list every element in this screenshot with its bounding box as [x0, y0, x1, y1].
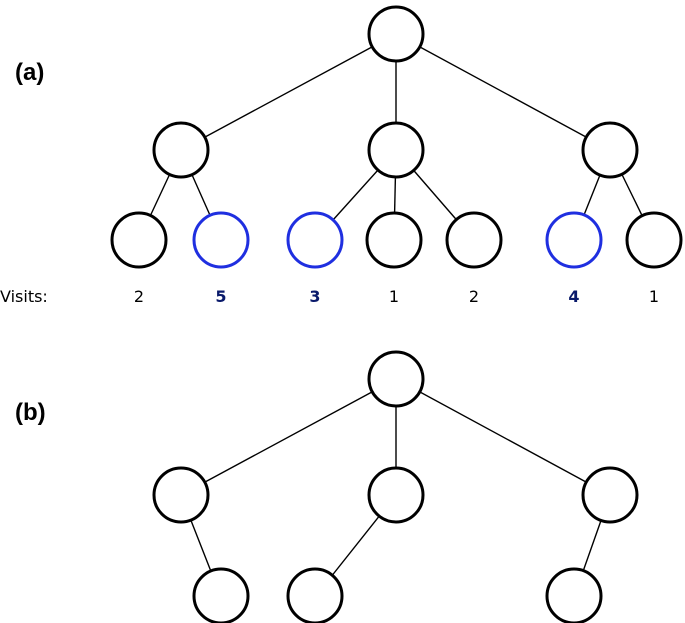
panel-a-label: (a): [15, 59, 44, 86]
visit-count: 2: [469, 287, 479, 306]
internal-node: [367, 121, 425, 179]
root-node: [367, 5, 425, 63]
leaf-node: [545, 567, 603, 623]
leaf-node-selected: [545, 211, 603, 269]
internal-node: [152, 121, 210, 179]
leaf-node: [192, 567, 250, 623]
internal-node: [581, 466, 639, 524]
leaf-node: [110, 211, 168, 269]
edge: [180, 378, 397, 496]
edge: [395, 378, 611, 496]
panel-a-nodes: [110, 5, 683, 269]
leaf-node: [365, 211, 423, 269]
leaf-node: [445, 211, 503, 269]
edge: [395, 33, 611, 151]
visit-count: 1: [389, 287, 399, 306]
panel-b-nodes: [152, 350, 639, 623]
internal-node: [152, 466, 210, 524]
root-node: [367, 350, 425, 408]
visit-count: 3: [309, 287, 320, 306]
visit-count: 4: [568, 287, 579, 306]
leaf-node-selected: [286, 211, 344, 269]
visit-count: 2: [134, 287, 144, 306]
leaf-node-selected: [192, 211, 250, 269]
leaf-node: [625, 211, 683, 269]
visits-caption: Visits:: [0, 287, 48, 306]
panel-b-label: (b): [15, 399, 46, 426]
edge: [180, 33, 397, 151]
internal-node: [367, 466, 425, 524]
visit-count: 1: [649, 287, 659, 306]
leaf-node: [286, 567, 344, 623]
visit-counts: 2 5 3 1 2 4 1: [134, 287, 659, 306]
visit-count: 5: [215, 287, 226, 306]
internal-node: [581, 121, 639, 179]
